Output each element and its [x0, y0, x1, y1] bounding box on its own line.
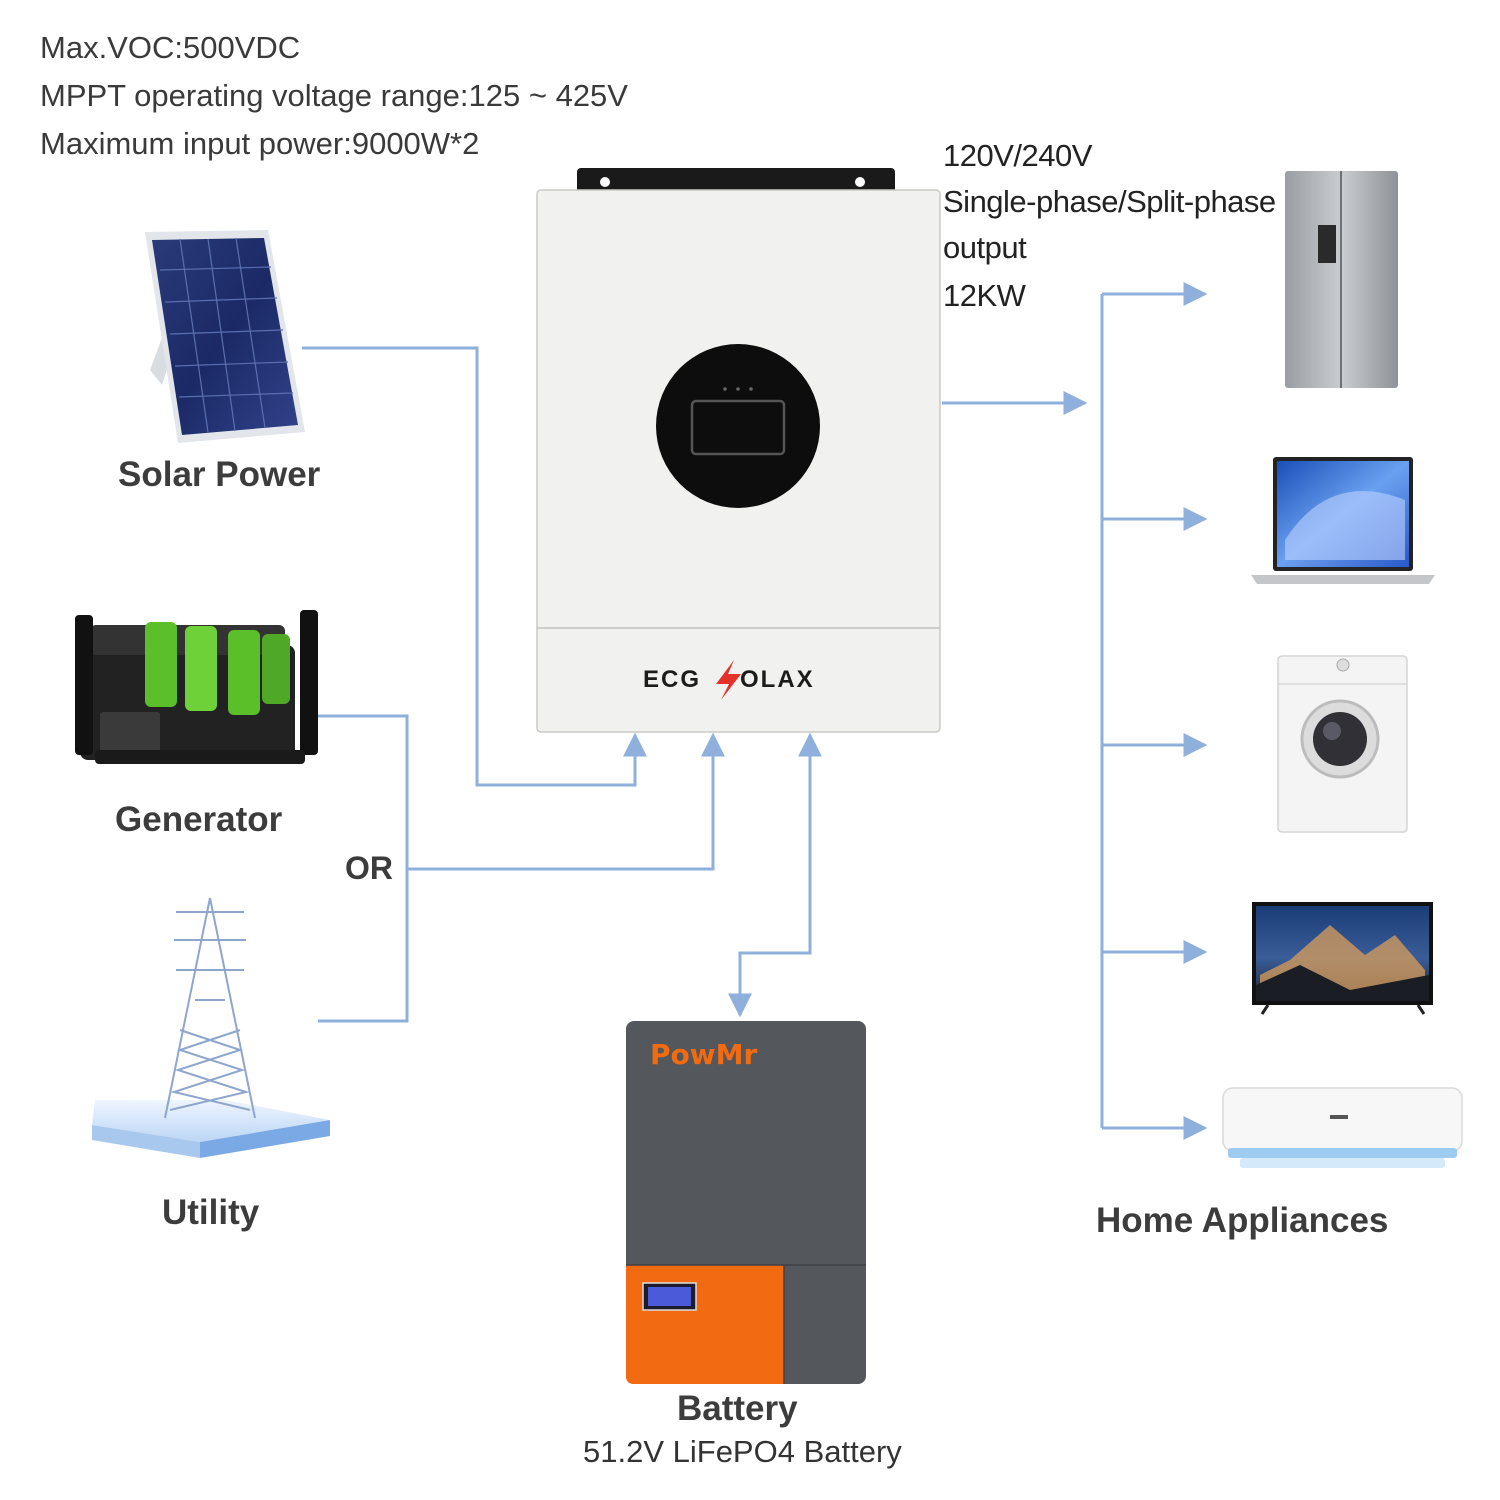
- utility-label: Utility: [162, 1193, 260, 1232]
- solar-connector: [302, 346, 647, 787]
- output-power: 12KW: [943, 278, 1026, 313]
- generator-icon: [75, 610, 318, 764]
- air-conditioner-icon: [1222, 1087, 1463, 1168]
- generator-label: Generator: [115, 800, 283, 839]
- inverter-brand-left: ECG: [643, 666, 702, 693]
- utility-tower-icon: [92, 897, 330, 1158]
- output-phase: Single-phase/Split-phase: [943, 184, 1276, 219]
- inverter-unit: [536, 168, 941, 733]
- spec-max-input-power: Maximum input power:9000W*2: [40, 126, 480, 161]
- output-voltage: 120V/240V: [943, 138, 1092, 173]
- battery-connector: [728, 732, 822, 1018]
- solar-power-label: Solar Power: [118, 455, 321, 494]
- brand-bolt-icon: [716, 660, 741, 700]
- battery-unit: [626, 1021, 866, 1384]
- inverter-brand-right: OLAX: [740, 666, 815, 693]
- spec-max-voc: Max.VOC:500VDC: [40, 30, 301, 65]
- spec-mppt-range: MPPT operating voltage range:125 ~ 425V: [40, 78, 628, 113]
- battery-sublabel: 51.2V LiFePO4 Battery: [583, 1434, 902, 1469]
- laptop-icon: [1251, 457, 1435, 584]
- washer-icon: [1277, 655, 1408, 833]
- inverter-display: [656, 344, 820, 508]
- battery-brand: PowMr: [650, 1038, 758, 1071]
- connector-lines: [302, 282, 1208, 1140]
- fridge-icon: [1285, 171, 1398, 388]
- or-label: OR: [345, 850, 393, 886]
- home-appliances-label: Home Appliances: [1096, 1201, 1389, 1240]
- solar-panel-icon: [145, 230, 305, 443]
- output-word: output: [943, 230, 1027, 265]
- battery-label: Battery: [677, 1389, 798, 1428]
- tv-icon: [1252, 902, 1433, 1015]
- grid-connector: [407, 732, 725, 871]
